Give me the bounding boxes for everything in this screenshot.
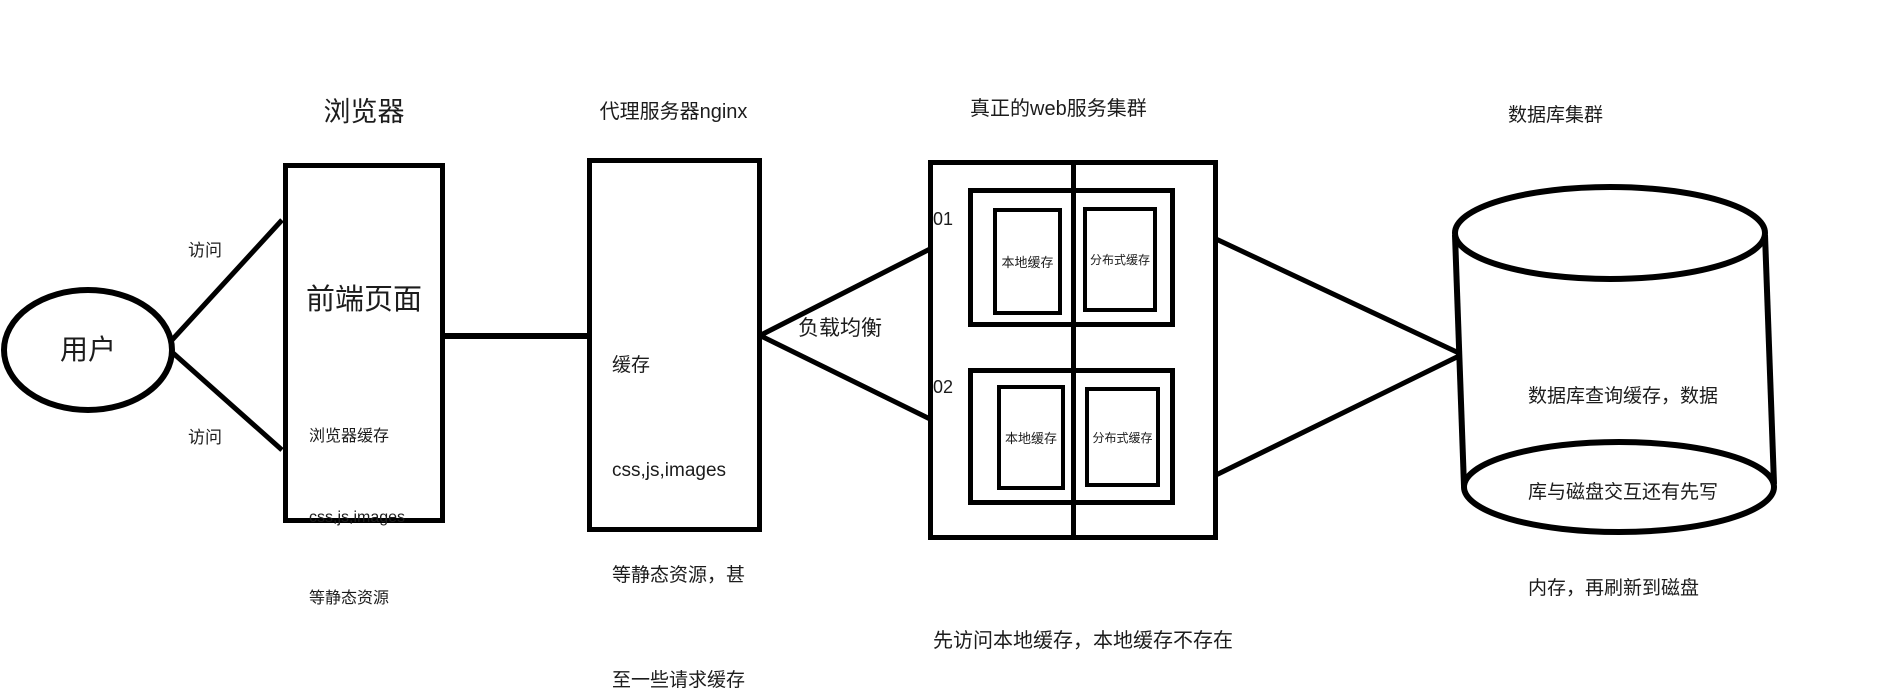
edge-cluster-db-bottom [1214, 352, 1463, 478]
edge-cluster-db-top [1214, 236, 1463, 357]
browser-box [283, 163, 445, 523]
server-01-frame [968, 188, 1175, 327]
cluster-title: 真正的web服务集群 [970, 98, 1147, 120]
edge-proxy-cluster-bottom [759, 333, 932, 422]
edge-user-browser-top [170, 218, 284, 342]
user-ellipse [1, 287, 175, 413]
server-01-id: 01 [933, 209, 954, 229]
edge-label-load-balance: 负载均衡 [798, 317, 882, 340]
cluster-divider [1071, 160, 1076, 540]
server-01-local-cache: 本地缓存 [993, 208, 1062, 315]
server-01-distributed-cache: 分布式缓存 [1083, 207, 1157, 312]
proxy-title: 代理服务器nginx [599, 101, 748, 123]
database-cylinder [1452, 184, 1777, 535]
server-02-frame [968, 368, 1175, 505]
edge-label-visit-top: 访问 [188, 241, 222, 260]
database-note: 数据库查询缓存，数据 库与磁盘交互还有先写 内存，再刷新到磁盘 [1528, 386, 1719, 599]
proxy-note: 缓存 css,js,images 等静态资源，甚 至一些请求缓存 [612, 355, 746, 690]
server-02-distributed-cache: 分布式缓存 [1085, 387, 1160, 487]
cluster-note: 先访问本地缓存，本地缓存不存在 在访问分布式缓存，分布式缓存没 有再访问数据库 [933, 630, 1233, 652]
proxy-box [587, 158, 762, 532]
browser-heading: 前端页面 [305, 284, 422, 316]
edge-label-visit-bottom: 访问 [188, 428, 222, 447]
user-label: 用户 [59, 334, 116, 365]
browser-title: 浏览器 [323, 97, 405, 127]
server-02-local-cache: 本地缓存 [997, 385, 1065, 490]
edge-proxy-cluster-top [759, 246, 932, 338]
database-title: 数据库集群 [1508, 105, 1604, 126]
browser-note: 浏览器缓存 css,js,images 等静态资源 [309, 428, 406, 607]
server-02-id: 02 [933, 377, 954, 397]
edge-user-browser-bottom [171, 351, 284, 452]
